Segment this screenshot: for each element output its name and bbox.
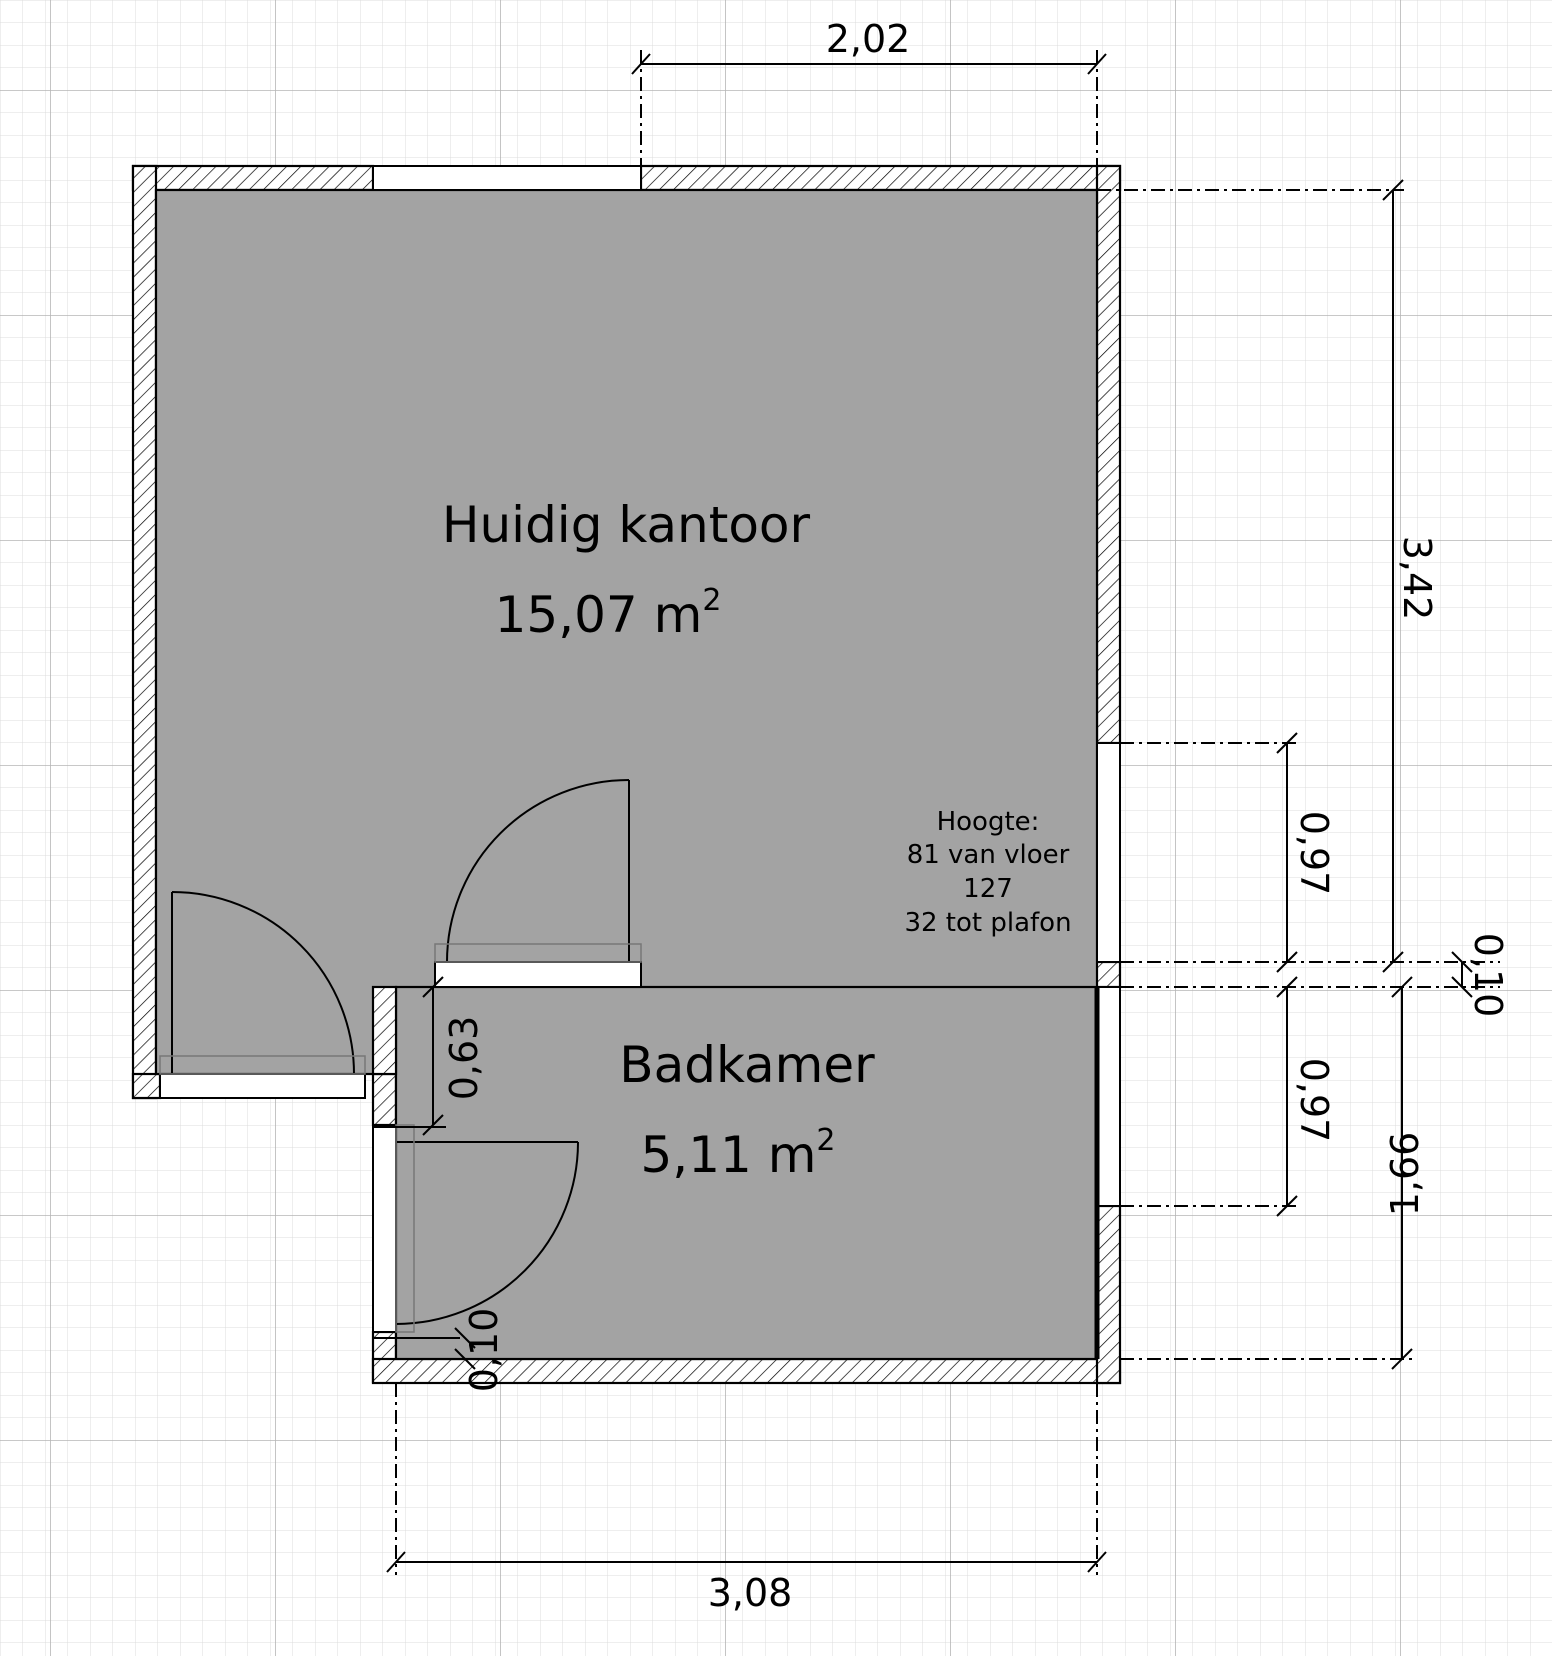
door-swing-bath-entry [434, 779, 642, 963]
wall-bath-bottom[interactable] [371, 1357, 1122, 1385]
window-note-line1: Hoogte: [937, 807, 1040, 837]
openings [159, 165, 1121, 1333]
window-right-office[interactable] [1096, 742, 1121, 963]
room-area-bathroom-sup: 2 [816, 1123, 835, 1158]
dim-label-right-height: 3,42 [1395, 536, 1439, 621]
room-area-office-sup: 2 [702, 583, 721, 618]
room-area-bathroom-value: 5,11 m [640, 1126, 816, 1184]
window-note-line2: 81 van vloer [907, 840, 1070, 870]
dimension-lines [373, 50, 1500, 1575]
dim-label-window-lower: 0,97 [1292, 1058, 1336, 1143]
door-bath-gap[interactable] [434, 961, 642, 988]
office-corner-mask [371, 985, 398, 1076]
room-area-office: 15,07 m2 [495, 583, 722, 644]
door-bath-left-gap[interactable] [372, 1124, 397, 1333]
floor-bathroom[interactable] [394, 985, 1099, 1361]
door-swing-bath-left [395, 1124, 579, 1333]
wall-office-right-upper[interactable] [1095, 164, 1122, 745]
window-note: Hoogte: 81 van vloer 127 32 tot plafon [904, 807, 1071, 938]
window-right-bath[interactable] [1096, 986, 1121, 1207]
door-office-bottom-gap[interactable] [159, 1073, 366, 1099]
room-name-bathroom: Badkamer [619, 1036, 875, 1094]
room-area-bathroom: 5,11 m2 [640, 1123, 835, 1184]
dim-label-window-upper: 0,97 [1292, 811, 1336, 896]
dim-label-top-width: 2,02 [826, 17, 911, 61]
wall-bath-right-lower[interactable] [1095, 1204, 1122, 1385]
wall-office-left[interactable] [131, 164, 158, 1100]
room-area-office-value: 15,07 m [495, 586, 703, 644]
wall-office-bottom-left[interactable] [131, 1072, 162, 1100]
door-swings [159, 779, 642, 1333]
door-swing-office-exit [159, 891, 366, 1075]
dim-label-bath-height: 1,66 [1383, 1132, 1427, 1217]
wall-office-top-right[interactable] [639, 164, 1122, 192]
dim-label-wall-right: 0,10 [1466, 933, 1510, 1018]
dim-label-bottom-width: 3,08 [708, 1571, 793, 1615]
floor-office[interactable] [154, 188, 1099, 1076]
dim-label-wall-left: 0,10 [462, 1308, 506, 1393]
dim-label-door-offset: 0,63 [442, 1016, 486, 1101]
room-name-office: Huidig kantoor [442, 496, 811, 554]
wall-office-top-left[interactable] [131, 164, 375, 192]
window-note-line4: 32 tot plafon [904, 908, 1071, 938]
window-note-line3: 127 [963, 874, 1013, 904]
window-top[interactable] [372, 165, 642, 191]
